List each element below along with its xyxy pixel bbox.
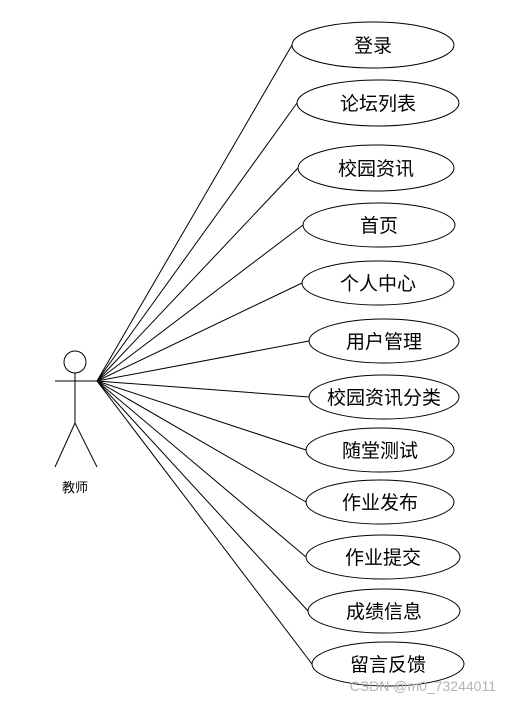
use-case: 个人中心 xyxy=(301,260,455,306)
actor-teacher: 教师 xyxy=(54,350,98,496)
use-case-ellipse xyxy=(291,21,455,69)
use-case-label: 论坛列表 xyxy=(340,93,416,115)
association-line xyxy=(96,224,304,382)
association-line xyxy=(96,340,310,382)
use-case: 论坛列表 xyxy=(296,79,460,127)
use-case: 登录 xyxy=(291,21,455,69)
association-line xyxy=(96,380,310,398)
use-case-ellipse xyxy=(301,260,455,306)
association-line xyxy=(96,380,307,503)
use-case-label: 校园资讯 xyxy=(338,158,414,180)
use-case-ellipse xyxy=(308,374,460,420)
use-case-label: 成绩信息 xyxy=(346,601,422,623)
association-line xyxy=(96,167,299,382)
use-case: 作业提交 xyxy=(305,534,461,580)
use-case: 作业发布 xyxy=(305,479,455,525)
use-case-label: 校园资讯分类 xyxy=(327,387,441,409)
association-line xyxy=(96,380,309,612)
association-line xyxy=(96,380,313,665)
use-case-label: 个人中心 xyxy=(340,273,416,295)
use-case-ellipse xyxy=(296,79,460,127)
use-case: 用户管理 xyxy=(308,318,460,364)
association-line xyxy=(96,44,293,382)
use-case-ellipse xyxy=(302,202,456,248)
use-case-list: 登录论坛列表校园资讯首页个人中心用户管理校园资讯分类随堂测试作业发布作业提交成绩… xyxy=(291,21,465,687)
actor-label: 教师 xyxy=(62,480,88,496)
association-line xyxy=(96,380,307,451)
use-case: 校园资讯 xyxy=(297,144,455,192)
use-case-ellipse xyxy=(308,318,460,364)
use-case-label: 随堂测试 xyxy=(342,440,418,462)
use-case-label: 用户管理 xyxy=(346,331,422,353)
use-case-label: 登录 xyxy=(354,35,392,57)
use-case-label: 首页 xyxy=(360,215,398,237)
use-case: 首页 xyxy=(302,202,456,248)
use-case-label: 作业提交 xyxy=(345,547,421,569)
use-case: 成绩信息 xyxy=(307,588,461,634)
use-case-ellipse xyxy=(307,588,461,634)
use-case: 随堂测试 xyxy=(305,427,455,473)
use-case-ellipse xyxy=(305,427,455,473)
use-case-ellipse xyxy=(305,479,455,525)
use-case-ellipse xyxy=(311,641,465,687)
association-lines xyxy=(96,44,313,665)
use-case: 留言反馈 xyxy=(311,641,465,687)
use-case-label: 作业发布 xyxy=(342,492,418,514)
stick-figure-icon xyxy=(54,350,98,468)
use-case-label: 留言反馈 xyxy=(350,654,426,676)
association-line xyxy=(96,282,303,382)
watermark-text: CSDN @m0_73244011 xyxy=(350,678,496,694)
use-case-ellipse xyxy=(305,534,461,580)
association-line xyxy=(96,380,307,558)
use-case-ellipse xyxy=(297,144,455,192)
association-line xyxy=(96,102,298,382)
use-case: 校园资讯分类 xyxy=(308,374,460,420)
